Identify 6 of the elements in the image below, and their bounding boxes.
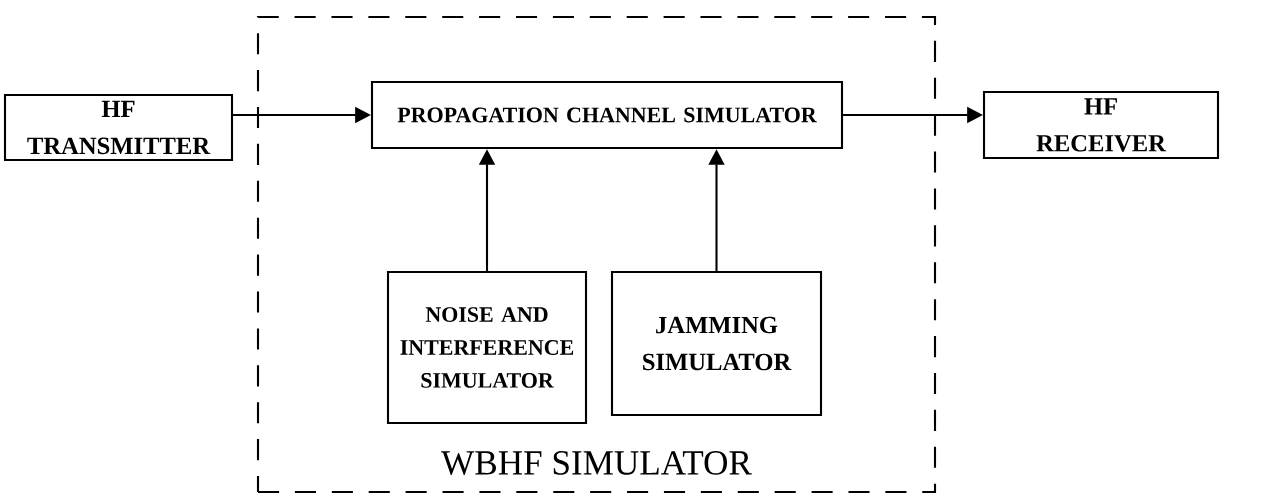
boundary-label: WBHF SIMULATOR bbox=[441, 451, 752, 475]
process-box: HF RECEIVER bbox=[982, 90, 1220, 160]
process-box: NOISE AND INTERFERENCE SIMULATOR bbox=[386, 270, 588, 425]
process-box: HF TRANSMITTER bbox=[3, 93, 234, 162]
process-box: PROPAGATION CHANNEL SIMULATOR bbox=[370, 80, 844, 150]
process-box: JAMMING SIMULATOR bbox=[610, 270, 823, 417]
